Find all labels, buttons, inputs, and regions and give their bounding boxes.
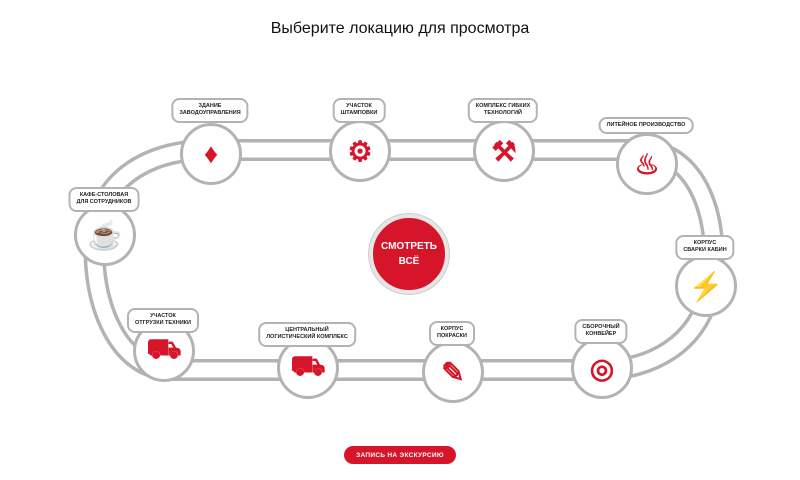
stamping-robot-icon: ⚙ bbox=[329, 120, 391, 182]
location-label: Центральный логистический комплекс bbox=[258, 322, 356, 347]
paint-icon: ✎ bbox=[422, 341, 484, 403]
location-label: Комплекс гибких технологий bbox=[467, 98, 539, 123]
tie-icon: ♦ bbox=[180, 123, 242, 185]
welding-icon: ⚡ bbox=[675, 255, 737, 317]
location-label: Участок штамповки bbox=[332, 98, 386, 123]
foundry-icon: ♨ bbox=[616, 133, 678, 195]
location-label: Литейное производство bbox=[598, 117, 694, 135]
harvester-icon: ⛟ bbox=[133, 320, 195, 382]
view-all-button[interactable]: СМОТРЕТЬ ВСЁ bbox=[369, 214, 449, 294]
page-title: Выберите локацию для просмотра bbox=[270, 20, 530, 37]
coffee-cup-icon: ☕ bbox=[74, 204, 136, 266]
location-label: Корпус покраски bbox=[429, 321, 475, 346]
location-label: Корпус сварки кабин bbox=[675, 235, 735, 260]
robot-arm-icon: ⚒ bbox=[473, 120, 535, 182]
book-tour-button[interactable]: ЗАПИСЬ НА ЭКСКУРСИЮ bbox=[344, 446, 456, 464]
forklift-icon: ⛟ bbox=[277, 337, 339, 399]
location-label: Кафе-столовая для сотрудников bbox=[68, 187, 140, 212]
location-label: Сборочный конвейер bbox=[574, 319, 628, 344]
location-label: Здание заводоуправления bbox=[171, 98, 249, 123]
conveyor-icon: ◎ bbox=[571, 337, 633, 399]
location-label: Участок отгрузки техники bbox=[127, 308, 199, 333]
